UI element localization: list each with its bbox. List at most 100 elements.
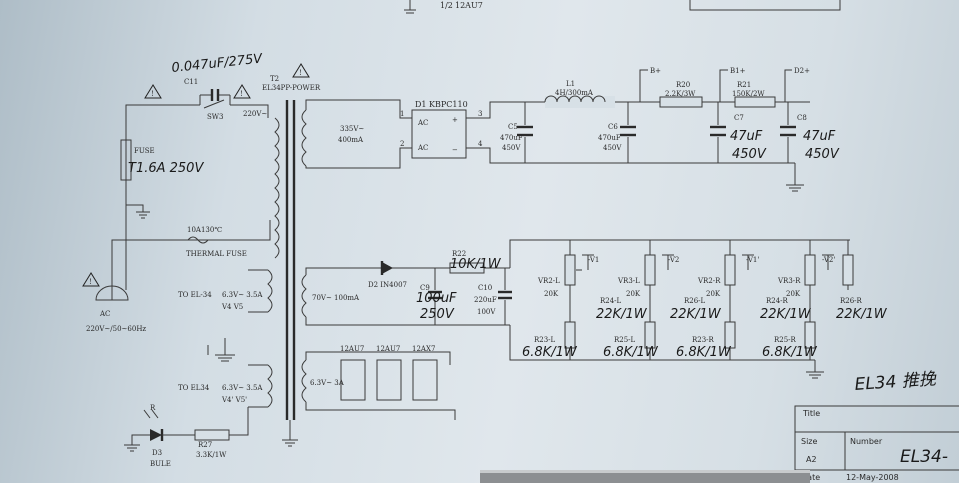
ch4-vr-val: 20K [786,290,801,298]
r22-hand: 10K/1W [450,257,502,272]
t2-name: EL34PP-POWER [262,84,321,92]
metal-rod [480,470,810,483]
c7-ref: C7 [734,114,744,122]
power-transformer: T2 EL34PP-POWER 220V~ 335V~ 400mA 70V~ 1… [178,75,510,447]
r21-value: 150K/2W [732,90,765,98]
title-label: Title [802,409,820,418]
thermal-fuse-rating: 10A130℃ [187,226,222,234]
ch4-vr: VR3-R [777,277,801,285]
ac-input-section: C11 0.047uF/275V SW3 ! ! ! ! FUSE T1.6A … [82,51,310,333]
size-label: Size [801,437,818,446]
r27-value: 3.3K/1W [196,451,227,459]
ch4-out: -V2' [822,256,835,264]
fil3-tube-3: 12AX7 [412,345,435,353]
power-led: R D3 BULE R27 3.3K/1W [124,404,249,468]
c9-hand-voltage: 250V [420,307,455,322]
bridge-pin-1: 1 [400,110,404,118]
ch3-rbot: R23-R [692,336,715,344]
warning-icon: ! [82,272,100,287]
led-symbol [150,429,162,441]
ch2-vr-val: 20K [626,290,641,298]
bias-channel-1: VR2-L 20K -V1 R24-L 22K/1W R23-L 6.8K/1W [522,240,648,360]
fil3-tube-1: 12AU7 [340,345,364,353]
c11-hand-note: 0.047uF/275V [171,51,264,76]
tube-heater [376,359,402,401]
number-label: Number [850,437,883,446]
ch3-rbot-hand: 6.8K/1W [676,345,732,360]
ch4-rtop: R26-R [840,297,863,305]
hv-current: 400mA [338,136,364,144]
ch2-rtop: R26-L [684,297,706,305]
size-value: A2 [806,455,817,464]
d2-symbol [382,262,393,274]
bias-supply: D2 IN4007 R22 10K/1W C9 100uF 250V C10 2… [368,239,850,379]
l1-ref: L1 [566,80,575,88]
ch2-rbot-hand: 6.8K/1W [603,345,659,360]
t2-ref: T2 [270,75,279,83]
svg-text:!: ! [299,69,302,77]
c5-ref: C5 [508,123,518,131]
d3-ref: D3 [152,449,162,457]
bias-channel-3: VR2-R 20K -V1' R24-R 22K/1W R23-R 6.8K/1… [676,240,812,360]
c8-hand-value: 47uF [803,129,836,144]
c6-value: 470uF [598,134,621,142]
bias-secondary: 70V~ 100mA [312,294,360,302]
svg-text:−: − [452,146,458,154]
top-prefix: 1/2 [440,1,453,10]
hv-voltage: 335V~ [340,125,364,133]
psu-filter: C5 470uF 450V L1 4H/300mA C6 470uF 450V … [500,67,840,192]
fil3-rating: 6.3V~ 3A [310,379,345,387]
svg-text:!: ! [151,90,154,98]
ch1-rbot-hand: 6.8K/1W [522,345,578,360]
fil1-to: TO EL-34 [178,291,212,299]
ch1-vr-val: 20K [544,290,559,298]
c9-hand-value: 100uF [416,291,457,306]
ch2-vr: VR3-L [617,277,640,285]
tube-heater [340,359,366,401]
rail-d2: D2+ [794,67,810,75]
fuse-symbol [120,139,132,181]
svg-text:R: R [150,404,156,412]
ch3-vr: VR2-R [697,277,721,285]
ch4-rbot-hand: 6.8K/1W [762,345,818,360]
fil1-tubes: V4 V5 [221,303,243,311]
r21-ref: R21 [737,81,751,89]
ac-label: AC [99,310,110,318]
top-tube: 12AU7 [455,1,483,10]
warning-icon: ! [144,84,162,99]
t2-primary: 220V~ [243,110,267,118]
ac-inlet-symbol [95,285,129,301]
c10-voltage: 100V [477,308,496,316]
fil1-rating: 6.3V~ 3.5A [222,291,263,299]
bias-channel-2: VR3-L 20K -V2 R26-L 22K/1W R25-L 6.8K/1W [603,240,722,360]
number-value: EL34- [900,447,948,467]
bridge-ac-1: AC [417,119,428,127]
thermal-fuse-label: THERMAL FUSE [186,250,247,258]
handwritten-note: EL34 推挽 [854,369,938,395]
ch1-rtop: R24-L [600,297,622,305]
bridge-ref: D1 KBPC110 [415,100,468,109]
bridge-ac-2: AC [417,144,428,152]
fil2-rating: 6.3V~ 3.5A [222,384,263,392]
c5-voltage: 450V [502,144,521,152]
warning-icon: ! [292,63,310,78]
c6-voltage: 450V [603,144,622,152]
ac-rating: 220V~/50~60Hz [86,325,146,333]
c7-hand-value: 47uF [730,129,763,144]
bias-channel-4: VR3-R 20K -V2' R26-R 22K/1W R25-R 6.8K/1… [762,240,888,360]
fil2-tubes: V4' V5' [221,396,247,404]
c11-label: C11 [184,78,198,86]
r20-value: 2.2K/3W [665,90,696,98]
ch1-rbot: R23-L [534,336,556,344]
d3-color: BULE [150,460,171,468]
l1-value: 4H/300mA [555,89,594,97]
fil2-to: TO EL34 [178,384,210,392]
ch3-rtop-hand: 22K/1W [760,307,812,322]
bridge-pin-2: 2 [400,140,404,148]
c10-ref: C10 [478,284,492,292]
tube-heater [412,359,438,401]
fil3-tube-2: 12AU7 [376,345,400,353]
r22-ref: R22 [452,250,466,258]
ch1-vr: VR2-L [537,277,560,285]
